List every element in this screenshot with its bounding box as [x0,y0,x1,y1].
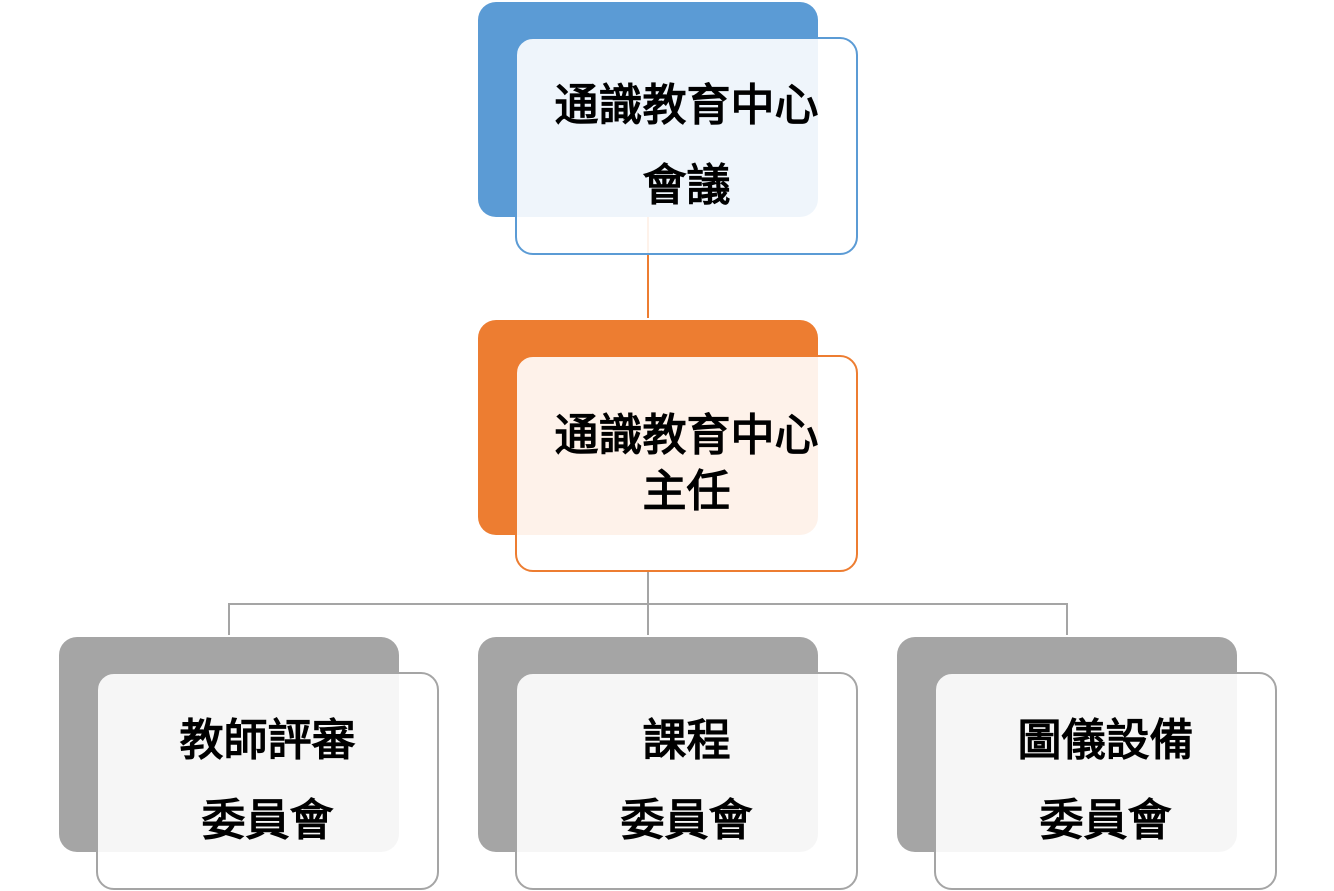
library-equipment-line1: 圖儀設備 [1017,715,1194,766]
connector-left [228,603,230,635]
curriculum-node: 課程 委員會 [515,672,858,890]
connector-meeting-director [647,217,649,318]
meeting-line2: 會議 [642,160,731,211]
director-node: 通識教育中心 主任 [515,355,858,572]
teacher-review-node: 教師評審 委員會 [96,672,439,890]
teacher-review-line2: 委員會 [201,795,334,846]
curriculum-line1: 課程 [642,715,731,766]
director-line1: 通識教育中心 [554,409,819,461]
library-equipment-line2: 委員會 [1039,795,1172,846]
curriculum-line2: 委員會 [620,795,753,846]
director-line2: 主任 [642,465,731,517]
meeting-node: 通識教育中心 會議 [515,37,858,255]
meeting-line1: 通識教育中心 [554,80,819,131]
teacher-review-line1: 教師評審 [179,715,356,766]
library-equipment-node: 圖儀設備 委員會 [934,672,1277,890]
connector-horizontal [229,603,1068,605]
connector-right [1066,603,1068,635]
